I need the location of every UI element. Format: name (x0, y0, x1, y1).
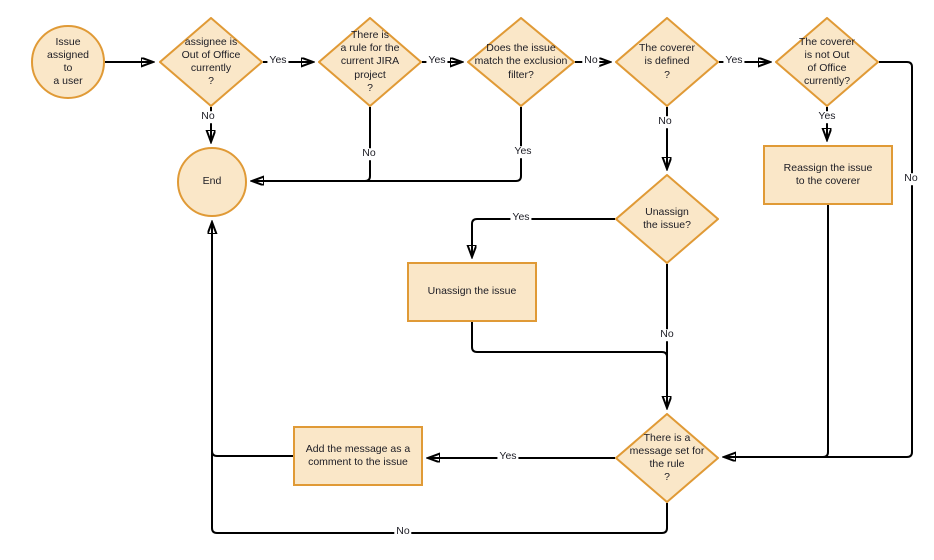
decision-coverer-not-out-of-office: The coverer is not Out of Office current… (775, 17, 879, 107)
diamond-shape (318, 17, 422, 107)
edge-label-coverer-no: No (656, 115, 674, 128)
end-node: End (177, 147, 247, 217)
end-node-label: End (202, 175, 222, 188)
decision-coverer-not-ooo-label: The coverer is not Out of Office current… (798, 35, 856, 88)
edge-label-not-ooo-yes: Yes (816, 110, 838, 123)
edge-label-coverer-yes: Yes (723, 54, 745, 67)
diamond-shape (159, 17, 263, 107)
decision-exclusion-label: Does the issue match the exclusion filte… (474, 42, 568, 81)
decision-rule-label: There is a rule for the current JIRA pro… (340, 29, 400, 94)
edge-label-rule-yes: Yes (426, 54, 448, 67)
edge-exclusion-yes-to-end (365, 107, 522, 182)
edge-message-no-bottom-loop (212, 222, 668, 534)
edge-rule-no-to-end (252, 107, 371, 181)
edge-label-exclusion-yes: Yes (512, 145, 534, 158)
diamond-shape (615, 174, 719, 264)
process-unassign-label: Unassign the issue (427, 285, 517, 298)
decision-assignee-out-of-office: assignee is Out of Office currently ? (159, 17, 263, 107)
edge-label-unassign-yes: Yes (510, 211, 532, 224)
decision-message-set: There is a message set for the rule ? (615, 413, 719, 503)
edge-addcomment-out (211, 450, 293, 457)
edge-label-message-no: No (394, 525, 412, 538)
process-reassign-issue: Reassign the issue to the coverer (763, 145, 893, 205)
diamond-shape (775, 17, 879, 107)
start-node: Issue assigned to a user (31, 25, 105, 99)
start-node-label: Issue assigned to a user (46, 35, 90, 88)
process-add-comment: Add the message as a comment to the issu… (293, 426, 423, 486)
edge-label-rule-no: No (360, 147, 378, 160)
decision-coverer-defined-label: The coverer is defined ? (638, 42, 696, 81)
edge-unassignq-yes (472, 218, 615, 257)
process-unassign-issue: Unassign the issue (407, 262, 537, 322)
decision-rule-exists: There is a rule for the current JIRA pro… (318, 17, 422, 107)
decision-unassign-issue: Unassign the issue? (615, 174, 719, 264)
decision-coverer-defined: The coverer is defined ? (615, 17, 719, 107)
decision-message-set-label: There is a message set for the rule ? (629, 431, 705, 484)
edge-label-assignee-no: No (199, 110, 217, 123)
edge-label-unassign-no: No (658, 328, 676, 341)
diamond-shape (615, 413, 719, 503)
process-reassign-label: Reassign the issue to the coverer (783, 161, 873, 187)
decision-unassign-label: Unassign the issue? (643, 205, 691, 231)
edge-reassign-out (822, 205, 829, 458)
edge-unassign-out (471, 322, 668, 358)
process-add-comment-label: Add the message as a comment to the issu… (305, 442, 411, 468)
diamond-shape (615, 17, 719, 107)
edge-label-assignee-yes: Yes (267, 54, 289, 67)
edge-label-message-yes: Yes (497, 450, 519, 463)
diamond-shape (467, 17, 575, 107)
edge-label-not-ooo-no: No (902, 172, 920, 185)
decision-exclusion-filter: Does the issue match the exclusion filte… (467, 17, 575, 107)
edge-label-exclusion-no: No (582, 54, 600, 67)
edge-notooo-no-right-loop (724, 61, 913, 457)
decision-assignee-label: assignee is Out of Office currently ? (181, 35, 241, 88)
